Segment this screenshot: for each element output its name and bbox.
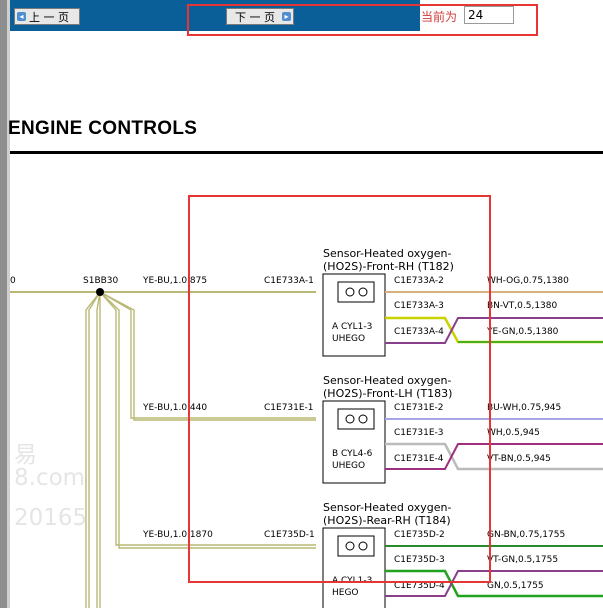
sensor-title-line2: (HO2S)-Rear-RH (T184): [323, 514, 451, 527]
prev-page-button[interactable]: ◂ 上 一 页: [14, 8, 80, 25]
left-scroll-edge: [0, 0, 10, 608]
sensor-front-lh: Sensor-Heated oxygen- (HO2S)-Front-LH (T…: [142, 374, 603, 484]
page-title: ENGINE CONTROLS: [8, 118, 198, 139]
wire-label: GN,0.5,1755: [487, 581, 544, 591]
highlight-box-toolbar: [187, 4, 538, 36]
sensor-element: [337, 281, 375, 303]
next-page-button[interactable]: 下 一 页 ▸: [226, 8, 294, 25]
sensor-title-line2: (HO2S)-Front-LH (T183): [323, 387, 452, 400]
sensor-inner-line2: UHEGO: [332, 334, 365, 344]
pin-label: C1E735D-3: [394, 555, 445, 565]
watermark-text: 易: [14, 442, 37, 468]
sensor-title-line1: Sensor-Heated oxygen-: [323, 247, 451, 260]
sensor-inner-line1: A CYL1-3: [332, 322, 372, 332]
sensor-front-rh: Sensor-Heated oxygen- (HO2S)-Front-RH (T…: [142, 247, 603, 357]
title-rule: [10, 151, 603, 154]
pin-label: C1E731E-4: [394, 454, 444, 464]
sensor-rear-rh: Sensor-Heated oxygen- (HO2S)-Rear-RH (T1…: [142, 501, 603, 608]
wire-label: BN-VT,0.5,1380: [487, 301, 557, 311]
connector-in-label: C1E735D-1: [264, 530, 315, 540]
splice-node: [96, 288, 104, 296]
wire-label: YE-GN,0.5,1380: [486, 327, 559, 337]
highlight-box-diagram: [188, 195, 491, 583]
wire-label: WH,0.5,945: [487, 428, 540, 438]
wire-label: BU-WH,0.75,945: [487, 403, 561, 413]
current-page-input[interactable]: [464, 6, 514, 24]
wire-label: VT-GN,0.5,1755: [487, 555, 558, 565]
pin-label: C1E731E-3: [394, 428, 444, 438]
wire-label: GN-BN,0.75,1755: [487, 530, 565, 540]
sensor-element: [337, 408, 375, 430]
connector-in-label: C1E733A-1: [264, 276, 314, 286]
pin-label: C1E731E-2: [394, 403, 444, 413]
wire-label: VT-BN,0.5,945: [487, 454, 551, 464]
pin-label: C1E735D-4: [394, 581, 445, 591]
sensor-title-line1: Sensor-Heated oxygen-: [323, 501, 451, 514]
pin-label: C1E733A-4: [394, 327, 444, 337]
wire-label: WH-OG,0.75,1380: [487, 276, 569, 286]
watermark-text: 8.com: [14, 465, 86, 491]
left-wire-number: 0: [10, 276, 16, 286]
sensor-element: [337, 535, 375, 557]
sensor-inner-line1: B CYL4-6: [332, 449, 373, 459]
next-page-label: 下 一 页: [235, 11, 275, 24]
watermark-text: 20165: [14, 505, 88, 531]
pin-label: C1E735D-2: [394, 530, 445, 540]
left-wire-label: YE-BU,1.0.440: [142, 403, 207, 413]
left-wire-label: YE-BU,1.0.1870: [142, 530, 213, 540]
current-page-label: 当前为: [421, 10, 458, 24]
pin-label: C1E733A-2: [394, 276, 444, 286]
left-wire-label: YE-BU,1.0.875: [142, 276, 207, 286]
arrow-left-icon: ◂: [17, 12, 26, 21]
sensor-title-line2: (HO2S)-Front-RH (T182): [323, 260, 454, 273]
connector-in-label: C1E731E-1: [264, 403, 314, 413]
sensor-inner-line2: HEGO: [332, 588, 359, 598]
splice-label: S1BB30: [83, 276, 119, 286]
arrow-right-icon: ▸: [282, 12, 291, 21]
sensor-title-line1: Sensor-Heated oxygen-: [323, 374, 451, 387]
sensor-inner-line2: UHEGO: [332, 461, 365, 471]
feeder-wires: [85, 291, 316, 608]
pin-label: C1E733A-3: [394, 301, 444, 311]
prev-page-label: 上 一 页: [29, 11, 69, 24]
